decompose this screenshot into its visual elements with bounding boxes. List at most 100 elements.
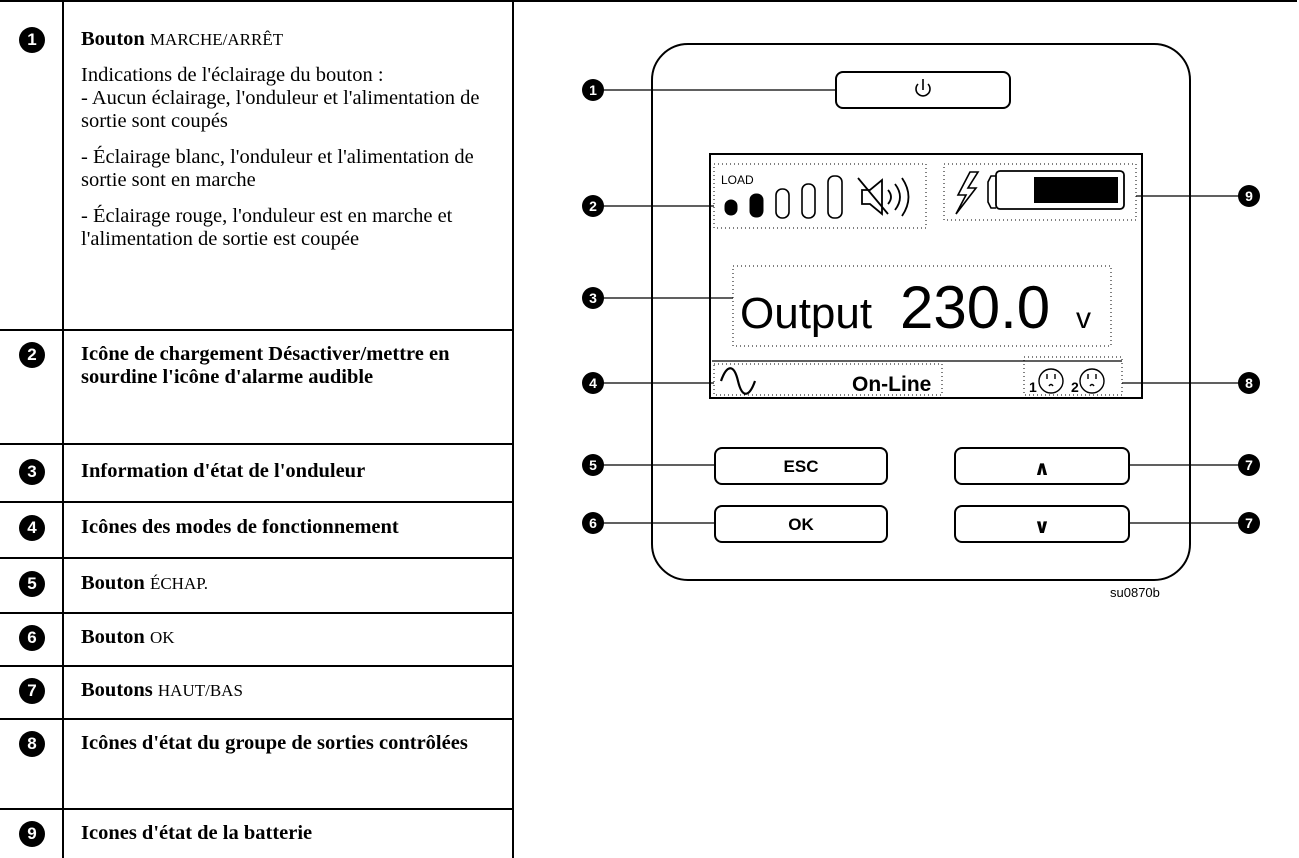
- legend-title-suffix: MARCHE/ARRÊT: [149, 30, 284, 49]
- callout-number: 6: [19, 625, 45, 651]
- outlet-2-icon: [1079, 368, 1105, 394]
- callout-9: 9: [1238, 185, 1260, 207]
- output-region: [732, 265, 1112, 347]
- battery-icon: [987, 170, 1125, 210]
- table-row-divider: [0, 665, 514, 667]
- legend-title: Icones d'état de la batterie: [81, 822, 313, 844]
- battery-region: [943, 163, 1137, 221]
- down-arrow-icon: ∨: [1034, 516, 1050, 538]
- svg-text:9: 9: [1245, 188, 1253, 204]
- legend-paragraph: - Aucun éclairage, l'onduleur et l'alime…: [81, 87, 480, 132]
- esc-button-label: ESC: [784, 457, 819, 476]
- legend-paragraph: Indications de l'éclairage du bouton :: [81, 64, 384, 86]
- output-label: Output: [740, 289, 872, 338]
- callout-number: 1: [19, 27, 45, 53]
- ok-button[interactable]: [714, 505, 888, 543]
- esc-button[interactable]: [714, 447, 888, 485]
- table-row-divider: [0, 329, 514, 331]
- legend-title: Icône de chargement Désactiver/mettre en…: [81, 343, 450, 388]
- table-row-divider: [0, 612, 514, 614]
- legend-row-4: Icônes des modes de fonctionnement: [81, 516, 531, 539]
- callout-number: 7: [19, 678, 45, 704]
- legend-row-3: Information d'état de l'onduleur: [81, 460, 531, 483]
- callout-number: 3: [19, 459, 45, 485]
- legend-row-7: Boutons HAUT/BAS: [81, 679, 531, 702]
- table-row-divider: [0, 808, 514, 810]
- callout-lines: [602, 89, 1240, 524]
- legend-title: Bouton: [81, 28, 145, 50]
- load-bar-2: [749, 193, 764, 218]
- up-button[interactable]: [954, 447, 1130, 485]
- up-arrow-icon: ∧: [1034, 458, 1050, 480]
- legend-paragraph: - Éclairage rouge, l'onduleur est en mar…: [81, 205, 453, 250]
- legend-row-9: Icones d'état de la batterie: [81, 822, 531, 845]
- table-row-divider: [0, 718, 514, 720]
- panel-outline: [651, 43, 1191, 581]
- table-row-divider: [0, 557, 514, 559]
- outlet-group-2-label: 2: [1071, 379, 1079, 395]
- load-bars: [724, 175, 843, 219]
- callout-6: 6: [582, 512, 604, 534]
- outlet-region: [1023, 356, 1123, 396]
- callout-2: 2: [582, 195, 604, 217]
- down-button[interactable]: [954, 505, 1130, 543]
- svg-text:5: 5: [589, 457, 597, 473]
- outlet-1-icon: [1038, 368, 1064, 394]
- lightning-icon: [955, 171, 980, 215]
- callout-number: 2: [19, 342, 45, 368]
- callout-8: 8: [1238, 372, 1260, 394]
- table-column-divider: [62, 0, 64, 858]
- callout-7-up: 7: [1238, 454, 1260, 476]
- legend-title-suffix: OK: [149, 628, 175, 647]
- table-top-border: [0, 0, 1297, 2]
- table-row-divider: [0, 443, 514, 445]
- table-row-divider: [0, 501, 514, 503]
- load-bar-5: [827, 175, 843, 219]
- legend-title: Boutons: [81, 679, 153, 701]
- figure-id: su0870b: [1110, 585, 1160, 600]
- legend-title: Bouton: [81, 572, 145, 594]
- callout-number: 8: [19, 731, 45, 757]
- callout-3: 3: [582, 287, 604, 309]
- legend-title: Information d'état de l'onduleur: [81, 460, 366, 482]
- battery-level-fill: [1034, 177, 1118, 203]
- legend-row-1: Bouton MARCHE/ARRÊT Indications de l'écl…: [81, 28, 501, 251]
- load-bar-4: [801, 183, 816, 219]
- sine-wave-icon: [719, 367, 757, 395]
- mode-label: On-Line: [852, 373, 931, 396]
- svg-text:2: 2: [589, 198, 597, 214]
- svg-text:4: 4: [589, 375, 597, 391]
- callout-number: 9: [19, 821, 45, 847]
- legend-title: Icônes des modes de fonctionnement: [81, 516, 399, 538]
- legend-title: Icônes d'état du groupe de sorties contr…: [81, 732, 468, 754]
- output-unit: v: [1076, 302, 1091, 335]
- load-bar-1: [724, 199, 738, 216]
- table-column-divider: [512, 0, 514, 858]
- legend-row-8: Icônes d'état du groupe de sorties contr…: [81, 732, 481, 755]
- load-bar-3: [775, 188, 790, 219]
- load-region: [713, 163, 927, 229]
- legend-row-6: Bouton OK: [81, 626, 531, 649]
- legend-title-suffix: HAUT/BAS: [157, 681, 243, 700]
- output-value: 230.0: [900, 274, 1050, 341]
- legend-title-suffix: ÉCHAP.: [149, 574, 209, 593]
- svg-text:1: 1: [589, 82, 597, 98]
- legend-paragraph: - Éclairage blanc, l'onduleur et l'alime…: [81, 146, 474, 191]
- mute-alarm-icon: [857, 177, 910, 217]
- svg-text:3: 3: [589, 290, 597, 306]
- svg-text:7: 7: [1245, 457, 1253, 473]
- legend-row-5: Bouton ÉCHAP.: [81, 572, 531, 595]
- callout-5: 5: [582, 454, 604, 476]
- svg-text:7: 7: [1245, 515, 1253, 531]
- callout-1: 1: [582, 79, 604, 101]
- callout-4: 4: [582, 372, 604, 394]
- callout-number: 5: [19, 571, 45, 597]
- callout-7-down: 7: [1238, 512, 1260, 534]
- svg-text:8: 8: [1245, 375, 1253, 391]
- mode-region: [713, 363, 943, 396]
- legend-title: Bouton: [81, 626, 145, 648]
- callout-number: 4: [19, 515, 45, 541]
- load-label: LOAD: [721, 173, 754, 187]
